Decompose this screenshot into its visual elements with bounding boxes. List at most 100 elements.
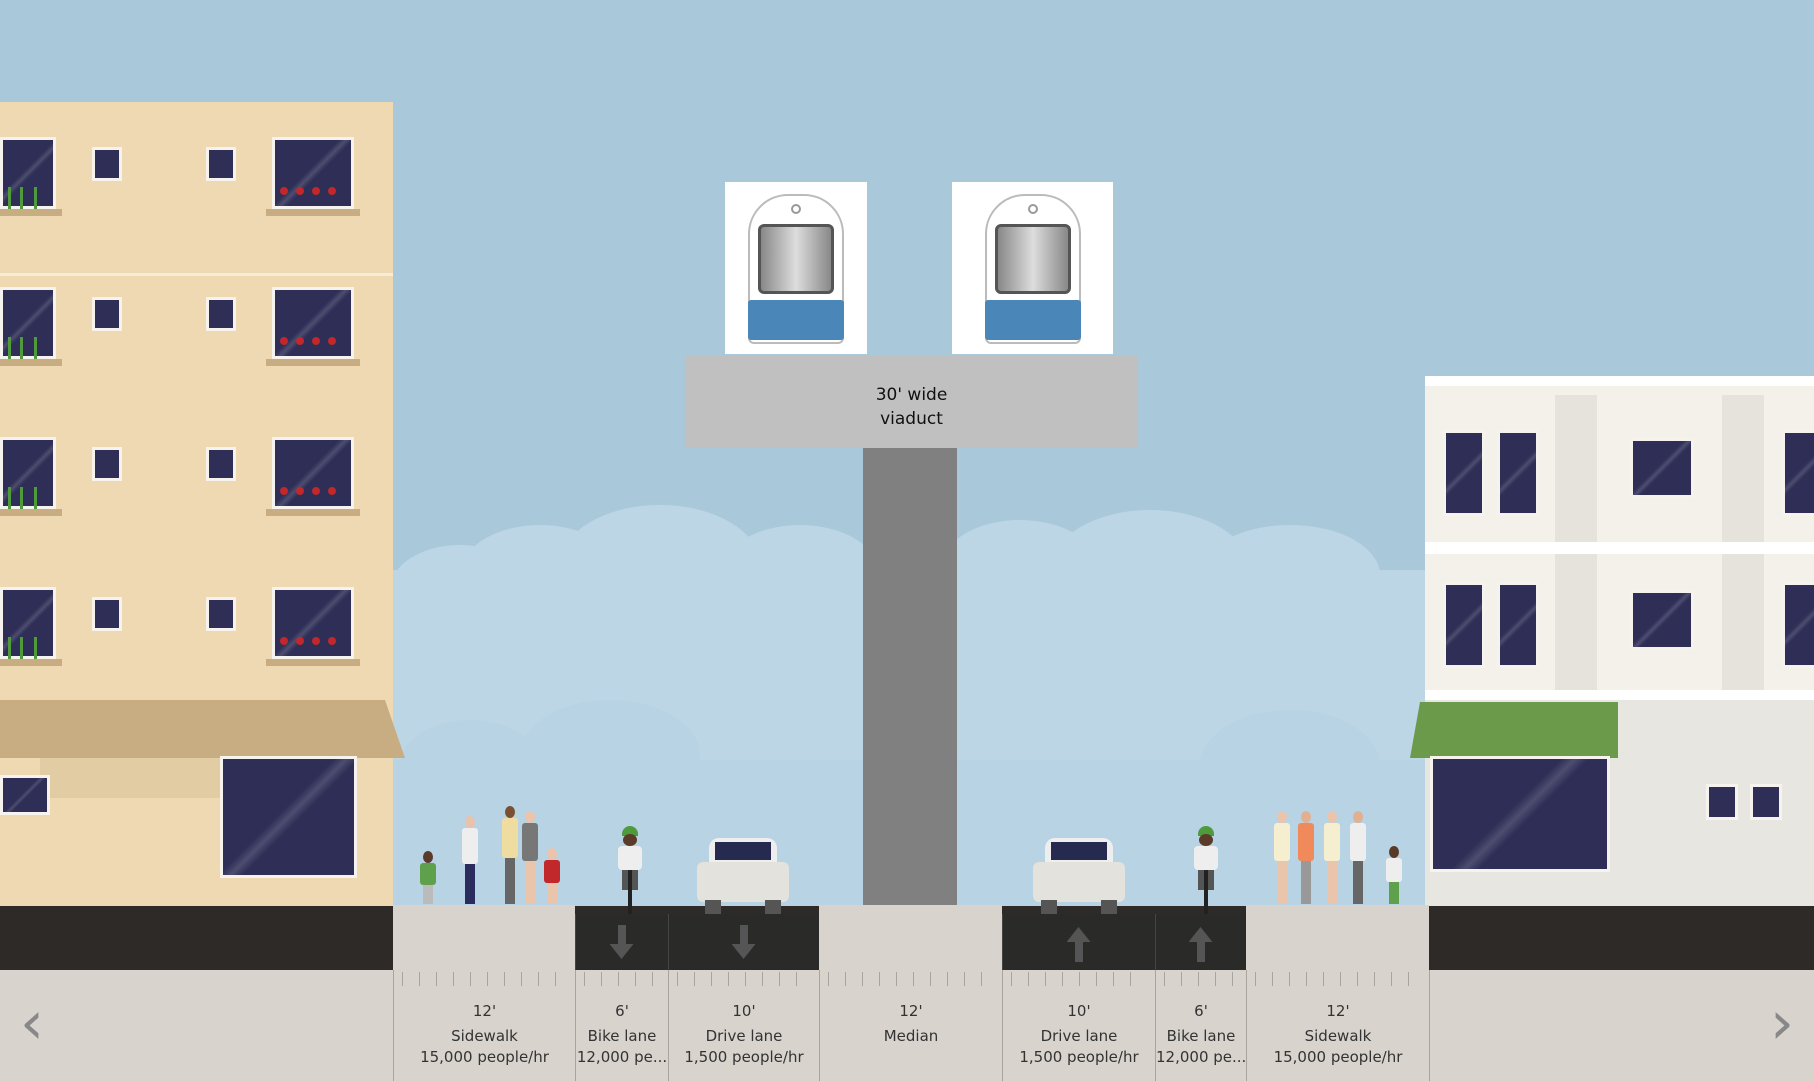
segment-capacity: 12,000 pe... — [576, 1048, 668, 1066]
window — [272, 437, 354, 509]
window — [92, 597, 122, 631]
torso — [1350, 823, 1366, 861]
head — [505, 806, 515, 818]
window-sill — [266, 359, 360, 366]
window — [1443, 582, 1485, 668]
car — [1033, 838, 1125, 914]
window — [1630, 590, 1694, 650]
sidewalk-surface — [1246, 905, 1429, 970]
flower — [296, 487, 304, 495]
cyclist — [612, 826, 648, 914]
segment-capacity: 1,500 people/hr — [1019, 1048, 1139, 1066]
light-rail-train — [725, 182, 867, 354]
torso — [618, 846, 642, 870]
window — [1630, 438, 1694, 498]
pedestrian — [1348, 811, 1368, 906]
pedestrian — [1296, 811, 1316, 906]
flower — [280, 337, 288, 345]
flower — [312, 187, 320, 195]
legs — [525, 861, 535, 904]
plant — [20, 487, 23, 509]
ruler-ticks — [677, 972, 811, 986]
train-bumper — [748, 300, 844, 340]
train-headlight — [1027, 204, 1038, 214]
window — [1443, 430, 1485, 516]
segment-width: 12' — [899, 1002, 923, 1020]
segment-name: Drive lane — [705, 1027, 783, 1045]
plant — [8, 337, 11, 359]
helmet — [1198, 826, 1214, 836]
plant — [20, 637, 23, 659]
pedestrian — [460, 816, 480, 906]
segment-median[interactable]: 12'Median — [819, 970, 1002, 1081]
window — [1497, 582, 1539, 668]
window — [92, 447, 122, 481]
head — [1389, 846, 1399, 858]
flower — [280, 487, 288, 495]
head — [465, 816, 475, 828]
torso — [462, 828, 478, 864]
plant — [8, 637, 11, 659]
bicycle — [1204, 870, 1208, 914]
plant — [20, 337, 23, 359]
floor-line — [0, 273, 393, 276]
sidewalk-surface — [393, 905, 575, 970]
arrow-up-icon — [1196, 940, 1205, 962]
segment-width: 12' — [1326, 1002, 1350, 1020]
window-sill — [0, 209, 62, 216]
window-sill — [0, 359, 62, 366]
viaduct-deck: 30' wide viaduct — [685, 355, 1138, 448]
train-windshield — [994, 224, 1071, 294]
window — [206, 297, 236, 331]
arrow-up-icon — [1074, 940, 1083, 962]
wheel — [705, 900, 721, 914]
right-awning — [1410, 702, 1618, 758]
window-sill — [0, 509, 62, 516]
train-headlight — [791, 204, 801, 214]
train-windshield — [758, 224, 834, 294]
flower — [296, 637, 304, 645]
torso — [1324, 823, 1340, 861]
segment-capacity: 1,500 people/hr — [684, 1048, 804, 1066]
legs — [1327, 861, 1337, 904]
storefront-window — [1430, 756, 1610, 872]
segment-capacity: 12,000 pe... — [1156, 1048, 1246, 1066]
chevron-left-icon[interactable]: ‹ — [20, 988, 44, 1058]
head — [547, 848, 557, 860]
segment-capacity: 15,000 people/hr — [1273, 1048, 1403, 1066]
viaduct-pillar — [863, 448, 957, 908]
window — [1497, 430, 1539, 516]
segment-capacity: 15,000 people/hr — [420, 1048, 549, 1066]
torso — [544, 860, 560, 884]
window — [272, 137, 354, 209]
chevron-right-icon[interactable]: › — [1770, 988, 1794, 1058]
plant — [34, 637, 37, 659]
window — [1782, 430, 1814, 516]
flower — [328, 637, 336, 645]
pedestrian — [1272, 811, 1292, 906]
legs — [465, 864, 475, 904]
divider — [1429, 970, 1430, 1081]
plant — [34, 187, 37, 209]
pedestrian — [520, 811, 540, 906]
head — [525, 811, 535, 823]
head — [1199, 834, 1213, 846]
window-sill — [266, 209, 360, 216]
ruler-ticks — [584, 972, 660, 986]
wheel — [765, 900, 781, 914]
segment-width: 10' — [1067, 1002, 1091, 1020]
window-sill — [0, 659, 62, 666]
plant — [20, 187, 23, 209]
pedestrian — [542, 848, 562, 906]
torso — [522, 823, 538, 861]
plant — [34, 487, 37, 509]
torso — [1274, 823, 1290, 861]
segment-width: 6' — [615, 1002, 629, 1020]
flower — [312, 487, 320, 495]
